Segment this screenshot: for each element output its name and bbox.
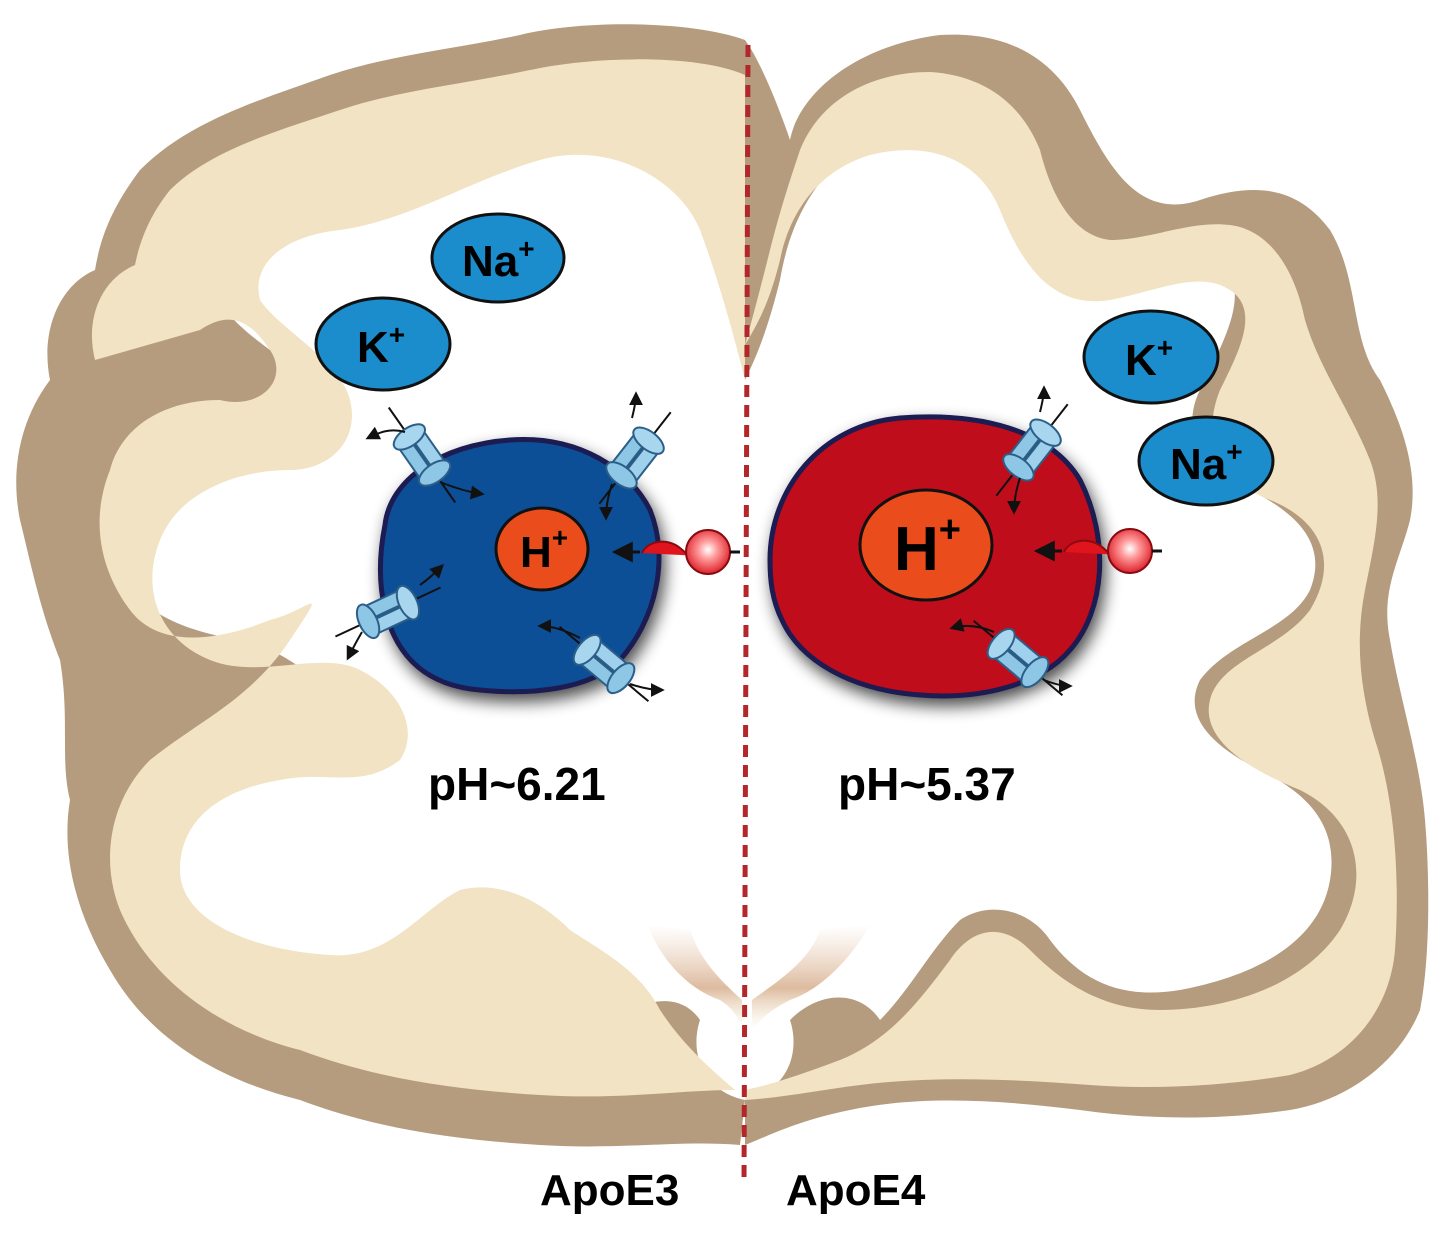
proton-symbol: H+ [520, 522, 568, 577]
flux-arrow [365, 426, 406, 440]
ion-label: K+ [357, 319, 405, 372]
flux-arrow [629, 682, 665, 697]
ion-label: Na+ [462, 233, 535, 286]
flux-arrow [949, 618, 995, 633]
proton-pump-head [1107, 528, 1153, 574]
brainstem [648, 925, 870, 1030]
sodium-ion-left: Na+ [430, 212, 566, 304]
genotype-divider-line [741, 44, 751, 1186]
ion-bubble [1082, 309, 1220, 405]
flux-arrow [537, 619, 581, 639]
proton-bubble [858, 488, 994, 602]
flux-arrow [419, 564, 444, 586]
potassium-ion-left: K+ [314, 296, 452, 392]
flux-arrow [1007, 477, 1022, 515]
ph-label-apoe3: pH~6.21 [428, 758, 606, 810]
proton-pump-head [685, 529, 731, 575]
genotype-label-apoe4: ApoE4 [786, 1166, 926, 1215]
proton-exchangers [611, 528, 1162, 575]
right-hemisphere-interior [745, 72, 1397, 1100]
ion-label: Na+ [1170, 436, 1243, 489]
potassium-ion-right: K+ [1082, 309, 1220, 405]
ion-label: K+ [1125, 332, 1173, 385]
sodium-ion-right: Na+ [1137, 415, 1275, 507]
ion-channels [326, 385, 1083, 717]
ph-label-apoe4: pH~5.37 [838, 758, 1016, 810]
left-hemisphere [16, 24, 746, 1147]
flux-arrow [599, 483, 614, 521]
endosome-apoe4: H+ [767, 414, 1103, 699]
flux-arrow [346, 631, 363, 661]
flux-arrow [439, 481, 485, 500]
ion-bubble [314, 296, 452, 392]
flux-arrow [628, 391, 643, 419]
brainstem-left-shade [648, 925, 742, 1030]
flux-arrow [1036, 385, 1051, 413]
left-hemisphere-interior [91, 59, 746, 1097]
ion-bubble [1137, 415, 1275, 507]
proton-pump-icon [1033, 528, 1162, 574]
brainstem-right-shade [752, 925, 870, 1030]
flux-arrow [1043, 678, 1073, 693]
proton-bubble [494, 506, 590, 592]
proton-pump-icon [611, 529, 740, 575]
proton-symbol: H+ [894, 509, 961, 584]
endosome-apoe3: H+ [378, 437, 662, 695]
right-hemisphere [745, 34, 1429, 1145]
genotype-label-apoe3: ApoE3 [540, 1166, 679, 1215]
cation-bubbles: Na+ K+ K+ Na+ [314, 212, 1275, 507]
ion-bubble [430, 212, 566, 304]
